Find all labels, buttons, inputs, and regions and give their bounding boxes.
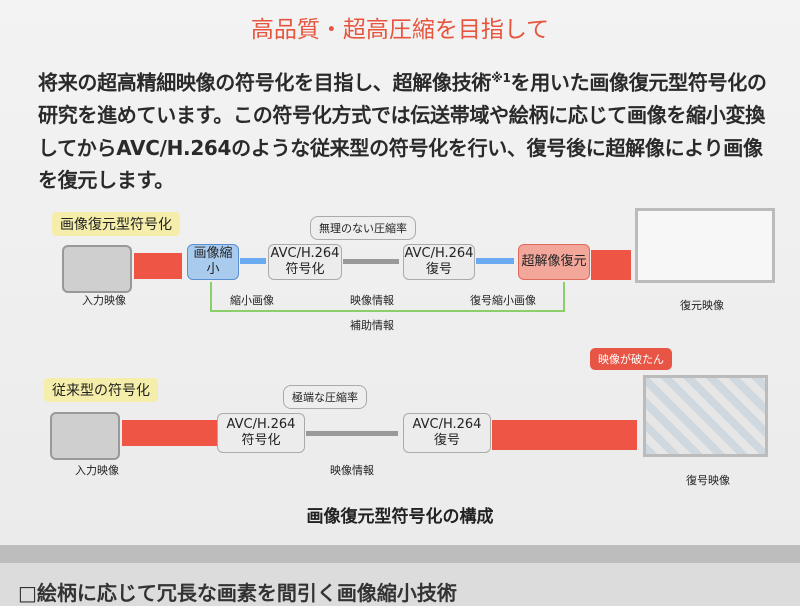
description-text-cont: を用いた画像復元型符号化の研究を進めています。この符号化方式では伝送帯域や絵柄に… [38, 70, 767, 193]
compression-bubble: 極端な圧縮率 [283, 385, 367, 409]
description: 将来の超高精細映像の符号化を目指し、超解像技術※1を用いた画像復元型符号化の研究… [38, 62, 778, 197]
arrow [343, 259, 399, 264]
stream-label: 映像情報 [330, 464, 374, 477]
arrow [240, 258, 266, 264]
description-text: 将来の超高精細映像の符号化を目指し、超解像技術 [38, 70, 492, 95]
decoder-sub: 復号 [425, 262, 452, 277]
arrow [591, 250, 631, 280]
encoder-label: AVC/H.264 [270, 246, 340, 261]
camera-icon [50, 412, 120, 460]
broken-arrow [492, 420, 637, 450]
aux-label: 補助情報 [350, 319, 394, 332]
aux-line [210, 282, 565, 312]
input-label: 入力映像 [82, 294, 126, 307]
arrow [122, 420, 217, 446]
decoder-label: AVC/H.264 [404, 246, 474, 261]
poster-title: 高品質・超高圧縮を目指して [250, 17, 550, 43]
arrow [306, 431, 398, 436]
poster: 高品質・超高圧縮を目指して 将来の超高精細映像の符号化を目指し、超解像技術※1を… [0, 0, 800, 545]
input-label: 入力映像 [75, 464, 119, 477]
footnote-mark: ※1 [491, 71, 511, 85]
super-resolution-box: 超解像復元 [518, 244, 590, 280]
output-label: 復号映像 [686, 474, 730, 487]
arrow [134, 253, 182, 279]
conventional-tag: 従来型の符号化 [44, 378, 158, 402]
restored-tv-icon [635, 208, 775, 283]
shrink-box: 画像縮小 [187, 244, 239, 280]
figure-caption: 画像復元型符号化の構成 [306, 507, 494, 527]
proposed-tag: 画像復元型符号化 [52, 212, 180, 236]
camera-icon [62, 245, 132, 293]
divider [0, 545, 800, 563]
broken-bubble: 映像が破たん [590, 348, 672, 370]
compression-bubble: 無理のない圧縮率 [310, 216, 416, 240]
encoder-label: AVC/H.264 [226, 417, 296, 432]
output-label: 復元映像 [680, 299, 724, 312]
arrow [476, 258, 514, 264]
broken-tv-icon [643, 375, 768, 457]
decoder-label: AVC/H.264 [412, 417, 482, 432]
next-section-heading: □絵柄に応じて冗長な画素を間引く画像縮小技術 [18, 581, 457, 605]
stream-label: 映像情報 [350, 294, 394, 307]
encoder-sub: 符号化 [285, 262, 325, 277]
encoder-sub: 符号化 [241, 433, 281, 448]
decoded-label: 復号縮小画像 [470, 294, 536, 307]
shrunk-label: 縮小画像 [230, 294, 274, 307]
decoder-sub: 復号 [433, 433, 460, 448]
